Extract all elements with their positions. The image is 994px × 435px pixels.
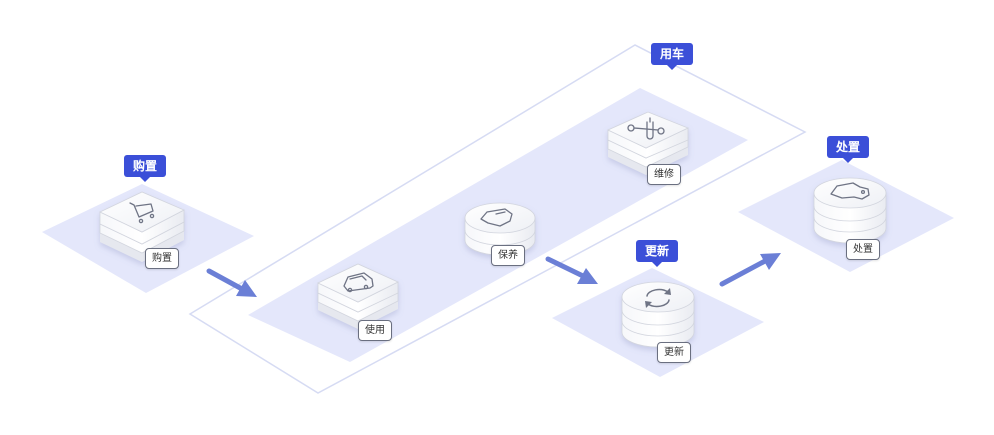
purchase-tag: 购置 — [123, 155, 167, 182]
arrow-renew-to-dispose — [719, 253, 781, 287]
use-phase-tag: 用车 — [650, 43, 694, 70]
shopping-cart-icon — [129, 202, 155, 224]
refresh-icon — [645, 288, 671, 308]
purchase-box — [99, 191, 185, 262]
wrench-screwdriver-icon — [627, 117, 665, 140]
renew-box — [621, 281, 695, 348]
arrow-use-to-renew — [545, 256, 598, 284]
dispose-box — [813, 177, 887, 244]
repair-box — [607, 111, 689, 175]
dispose-label: 处置 — [846, 239, 880, 260]
purchase-label: 购置 — [145, 248, 179, 269]
renew-label: 更新 — [657, 342, 691, 363]
arrow-purchase-to-use — [206, 268, 257, 297]
dispose-tag: 处置 — [826, 136, 870, 163]
car-icon — [343, 272, 374, 293]
maintain-label: 保养 — [491, 245, 525, 266]
car-tag-icon — [830, 182, 870, 200]
renew-tag: 更新 — [635, 240, 679, 267]
repair-label: 维修 — [647, 164, 681, 185]
use-label: 使用 — [358, 320, 392, 341]
car-icon — [480, 208, 513, 227]
